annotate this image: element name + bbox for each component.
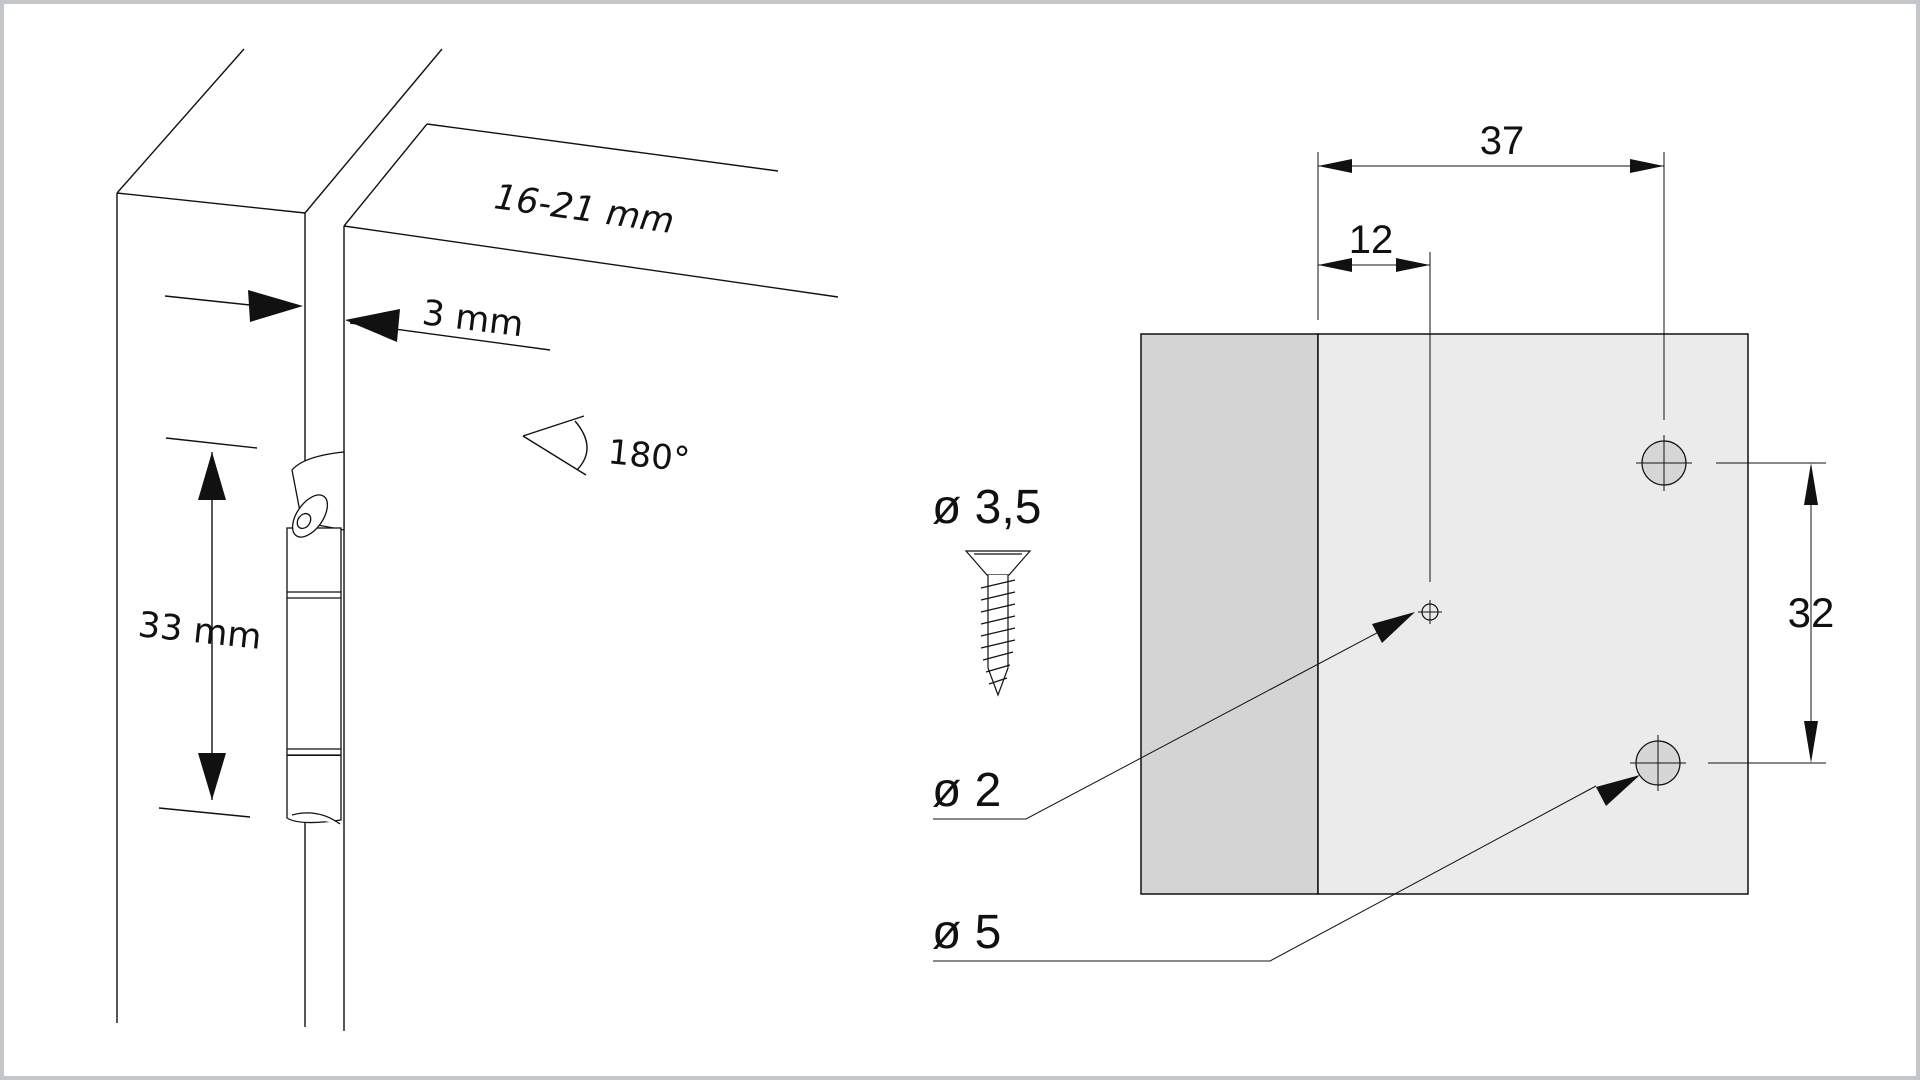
arrow-pilot-hole (1372, 612, 1415, 643)
arrow-12-left (1318, 258, 1352, 272)
hinge-length-label: 33 mm (136, 605, 263, 658)
perspective-view (116, 48, 839, 1031)
hinge-knuckle (286, 527, 342, 757)
panel-edge-strip (1140, 333, 1319, 895)
hinge-leaf (286, 451, 345, 825)
angle-ray-bottom (522, 435, 587, 476)
carcass-top-back (426, 123, 779, 172)
gap-label: 3 mm (420, 293, 526, 345)
screw-icon (964, 550, 1032, 697)
screw-shank (987, 575, 1009, 697)
arrow-32-top (1804, 463, 1818, 505)
center-marks (1418, 435, 1692, 791)
dim-top-label: 37 (1480, 119, 1525, 163)
angle-arc (574, 420, 588, 471)
hinge-pin-hole (296, 512, 312, 530)
leader-hole (933, 785, 1597, 962)
carcass-top-left (343, 123, 428, 227)
angle-ray-top (522, 415, 585, 437)
dim-vertical-label: 32 (1788, 589, 1835, 636)
gap-extension-left (164, 295, 251, 306)
door-top-front (116, 192, 306, 214)
drilling-plan (1140, 333, 1749, 895)
hinge-bottom-leaf (286, 756, 342, 824)
screw-thread (980, 579, 1016, 685)
leader-pilot-hole (933, 625, 1391, 820)
arrow-37-right (1630, 159, 1664, 173)
hole-label: ø 5 (932, 906, 1001, 959)
screw-diameter-label: ø 3,5 (932, 481, 1041, 534)
hinge-arrow-top (198, 452, 226, 500)
panel-face (1317, 333, 1749, 895)
panel-thickness-label: 16-21 mm (492, 177, 677, 242)
arrow-hole (1596, 775, 1640, 806)
door-top-right (304, 48, 443, 214)
carcass-top-front (343, 225, 839, 298)
arrow-32-bottom (1804, 721, 1818, 763)
arrow-12-right (1396, 258, 1430, 272)
door-top-left (116, 48, 245, 194)
dim-edge-label: 12 (1349, 218, 1394, 262)
gap-arrow-right (345, 309, 400, 342)
hinge-ext-top (165, 437, 258, 449)
screw-head (964, 550, 1032, 576)
hinge-arrow-bottom (198, 753, 226, 800)
opening-angle-label: 180° (606, 432, 692, 480)
dimension-arrows (1318, 159, 1818, 806)
perspective-arrows (198, 290, 400, 800)
gap-arrow-left (248, 290, 303, 322)
arrow-37-left (1318, 159, 1352, 173)
hinge-ext-bottom (158, 807, 251, 818)
dimension-lines (933, 152, 1826, 962)
hinge-bottom-curve (291, 812, 341, 825)
pilot-hole-label: ø 2 (932, 764, 1001, 817)
